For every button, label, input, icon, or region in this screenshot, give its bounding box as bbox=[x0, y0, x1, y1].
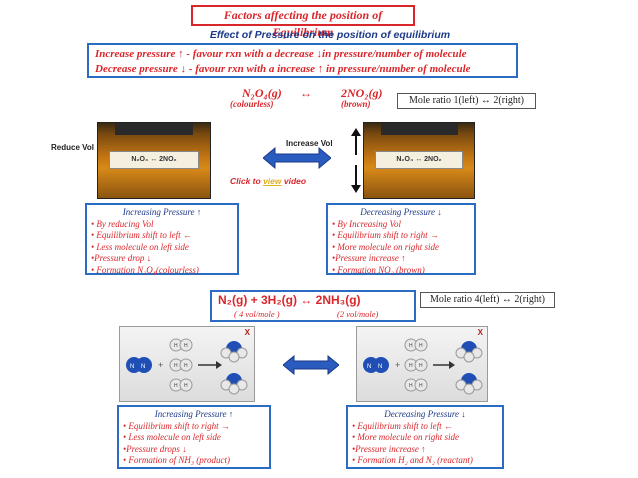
svg-text:H: H bbox=[409, 343, 413, 349]
svg-text:H: H bbox=[174, 383, 178, 389]
list-item: • Formation N₂O₄(colourless) bbox=[91, 264, 199, 275]
box-heading: Decreasing Pressure ↓ bbox=[384, 409, 466, 419]
list-item: • Formation of NH₃ (product) bbox=[123, 455, 230, 465]
eq1-left-label: (colourless) bbox=[230, 99, 274, 109]
mole-ratio-2: Mole ratio 4(left) ↔ 2(right) bbox=[420, 292, 555, 308]
photo-label: N₂O₄ ↔ 2NO₂ bbox=[109, 151, 199, 169]
eq1-arrow: ↔ bbox=[300, 86, 312, 100]
equation-haber: N₂(g) + 3H₂(g) ↔ 2NH₃(g) ( 4 vol/mole ) … bbox=[210, 290, 416, 322]
list-item: • Equilibrium shift to left ← bbox=[352, 420, 453, 431]
svg-text:H: H bbox=[174, 363, 178, 369]
rules-box: Increase pressure ↑ - favour rxn with a … bbox=[87, 43, 518, 78]
svg-text:N: N bbox=[141, 364, 145, 370]
box-heading: Decreasing Pressure ↓ bbox=[360, 207, 442, 217]
expand-arrows-icon bbox=[351, 128, 361, 193]
svg-text:H: H bbox=[419, 383, 423, 389]
list-item: • Equilibrium shift to right → bbox=[123, 420, 230, 431]
svg-text:H: H bbox=[419, 343, 423, 349]
increasing-pressure-box-2: Increasing Pressure ↑ • Equilibrium shif… bbox=[117, 405, 271, 469]
equation-no2: N₂O₄(g) ↔ 2NO₂(g) (colourless) (brown) bbox=[230, 86, 390, 112]
page-title: Factors affecting the position of Equili… bbox=[191, 5, 415, 39]
svg-text:+: + bbox=[395, 360, 400, 370]
click-to-view: Click to view video bbox=[230, 176, 307, 186]
svg-text:H: H bbox=[184, 363, 188, 369]
eq2-sub-left: ( 4 vol/mole ) bbox=[234, 309, 280, 319]
view-video-link[interactable]: view bbox=[263, 176, 282, 186]
list-item: • More molecule on right side bbox=[332, 241, 440, 252]
photo-label: N₂O₄ ↔ 2NO₂ bbox=[375, 151, 463, 169]
list-item: •Pressure increase ↑ bbox=[332, 253, 406, 263]
svg-text:N: N bbox=[378, 364, 382, 370]
svg-text:H: H bbox=[174, 343, 178, 349]
list-item: •Pressure drops ↓ bbox=[123, 443, 187, 454]
eq1-right: 2NO₂(g) bbox=[341, 86, 383, 100]
svg-text:H: H bbox=[184, 383, 188, 389]
list-item: • Formation H₂ and N₂ (reactant) bbox=[352, 455, 473, 465]
close-icon[interactable]: X bbox=[477, 328, 483, 337]
list-item: • Formation NO₂ (brown) bbox=[332, 264, 425, 275]
svg-text:H: H bbox=[409, 383, 413, 389]
box-heading: Increasing Pressure ↑ bbox=[122, 207, 202, 217]
list-item: • Less molecule on left side bbox=[123, 432, 221, 442]
rule-line-increase: Increase pressure ↑ - favour rxn with a … bbox=[95, 48, 467, 60]
increase-vol-label: Increase Vol bbox=[286, 139, 333, 148]
svg-text:+: + bbox=[158, 360, 163, 370]
mole-ratio-1: Mole ratio 1(left) ↔ 2(right) bbox=[397, 93, 536, 109]
decreasing-pressure-box-2: Decreasing Pressure ↓ • Equilibrium shif… bbox=[346, 405, 504, 469]
rule-line-decrease: Decrease pressure ↓ - favour rxn with a … bbox=[95, 63, 471, 75]
subtitle: Effect of Pressure on the position of eq… bbox=[209, 29, 451, 41]
double-arrow-icon bbox=[283, 355, 339, 375]
list-item: • Less molecule on left side bbox=[91, 241, 189, 252]
reduce-vol-label: Reduce Vol bbox=[51, 143, 94, 152]
list-item: • By reducing Vol bbox=[91, 218, 154, 229]
close-icon[interactable]: X bbox=[244, 328, 250, 337]
list-item: •Pressure drop ↓ bbox=[91, 253, 152, 263]
svg-text:N: N bbox=[130, 364, 134, 370]
eq2-sub-right: (2 vol/mole) bbox=[337, 309, 379, 319]
list-item: • By Increasing Vol bbox=[332, 218, 402, 229]
list-item: • More molecule on right side bbox=[352, 432, 460, 442]
decreasing-pressure-box-1: Decreasing Pressure ↓ • By Increasing Vo… bbox=[326, 203, 476, 275]
svg-text:N: N bbox=[367, 364, 371, 370]
eq1-right-label: (brown) bbox=[341, 99, 371, 109]
svg-text:H: H bbox=[409, 363, 413, 369]
syringe-photo-expanded: N₂O₄ ↔ 2NO₂ bbox=[363, 122, 475, 199]
svg-text:H: H bbox=[184, 343, 188, 349]
svg-text:H: H bbox=[419, 363, 423, 369]
syringe-photo-compressed: N₂O₄ ↔ 2NO₂ bbox=[97, 122, 211, 199]
list-item: • Equilibrium shift to right → bbox=[332, 230, 439, 240]
box-heading: Increasing Pressure ↑ bbox=[154, 409, 234, 419]
list-item: • Equilibrium shift to left ← bbox=[91, 230, 192, 240]
eq2-main: N₂(g) + 3H₂(g) ↔ 2NH₃(g) bbox=[218, 293, 361, 307]
increasing-pressure-box-1: Increasing Pressure ↑ • By reducing Vol … bbox=[85, 203, 239, 275]
eq1-left: N₂O₄(g) bbox=[242, 86, 282, 100]
list-item: •Pressure increase ↑ bbox=[352, 443, 426, 454]
double-arrow-icon bbox=[263, 147, 331, 169]
